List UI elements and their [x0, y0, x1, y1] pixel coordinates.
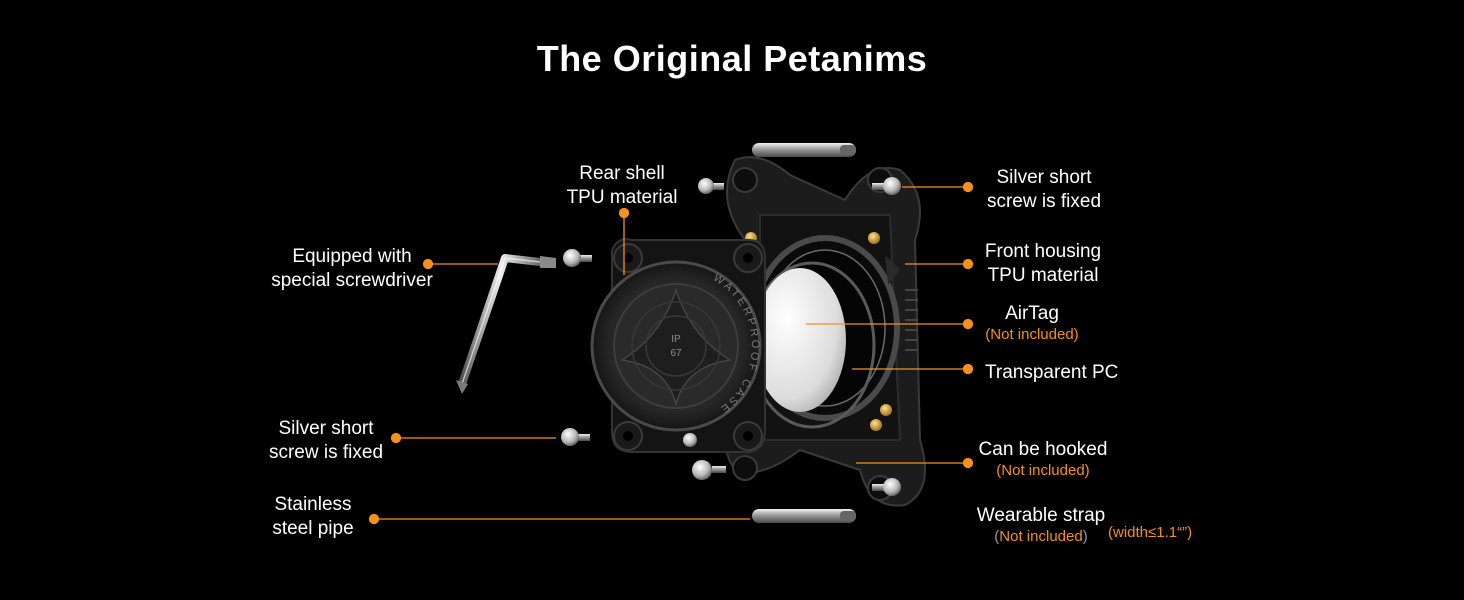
screw-bottom-right — [872, 478, 901, 496]
strap-note: (Not included) — [966, 528, 1116, 546]
screwdriver-line-1: Equipped with — [292, 246, 412, 267]
screw-front-top-left — [698, 178, 724, 194]
screw-rear-bottom — [683, 433, 697, 447]
strap-note-close: ) — [1082, 528, 1088, 545]
strap-width-text: (width≤1.1“”) — [1108, 524, 1193, 541]
screw-bottom-mid — [692, 460, 726, 480]
airtag-shape — [754, 268, 846, 412]
label-strap-width: (width≤1.1“”) — [1108, 524, 1208, 542]
hook-note: (Not included) — [996, 462, 1090, 479]
label-transparent-pc: Transparent PC — [985, 361, 1135, 385]
screw-left-line-1: Silver short — [278, 418, 374, 439]
screw-left-line-2: screw is fixed — [268, 442, 384, 463]
label-airtag: AirTag (Not included) — [970, 302, 1094, 344]
pipe-line-1: Stainless — [274, 494, 352, 515]
screw-bottom-left — [561, 428, 590, 446]
rear-shell — [590, 238, 766, 453]
strap-note-text: Not included — [999, 528, 1083, 545]
screw-right-line-2: screw is fixed — [986, 191, 1102, 212]
front-housing-line-2: TPU material — [987, 265, 1099, 286]
strap-text: Wearable strap — [976, 505, 1106, 526]
rear-shell-line-2: TPU material — [566, 187, 678, 208]
page-title: The Original Petanims — [536, 38, 928, 79]
screwdriver-shape — [456, 254, 556, 394]
screw-right-line-1: Silver short — [996, 167, 1092, 188]
screw-top-right — [872, 177, 901, 195]
label-strap: Wearable strap (Not included) — [966, 504, 1116, 546]
pc-text: Transparent PC — [985, 362, 1119, 383]
label-front-housing: Front housing TPU material — [966, 240, 1120, 288]
front-housing-line-1: Front housing — [984, 241, 1102, 262]
screw-top-left — [563, 249, 592, 267]
steel-pipe-bottom — [752, 509, 856, 523]
leader-lines — [368, 181, 974, 525]
pipe-line-2: steel pipe — [272, 518, 354, 539]
label-rear-shell: Rear shell TPU material — [546, 162, 698, 210]
ip-rating-text: 67 — [670, 348, 682, 359]
airtag-note: (Not included) — [985, 326, 1079, 343]
hook-text: Can be hooked — [978, 439, 1108, 460]
steel-pipe-top — [752, 143, 856, 157]
screwdriver-line-2: special screwdriver — [271, 270, 433, 291]
label-screw-right: Silver short screw is fixed — [968, 166, 1120, 214]
rear-shell-line-1: Rear shell — [579, 163, 665, 184]
airtag-text: AirTag — [1005, 303, 1059, 324]
ip-text: IP — [671, 334, 681, 345]
label-hook: Can be hooked (Not included) — [970, 438, 1116, 480]
label-screwdriver: Equipped with special screwdriver — [252, 245, 452, 293]
label-pipe: Stainless steel pipe — [248, 493, 378, 541]
label-screw-left: Silver short screw is fixed — [250, 417, 402, 465]
strap-note-open: ( — [994, 528, 1000, 545]
